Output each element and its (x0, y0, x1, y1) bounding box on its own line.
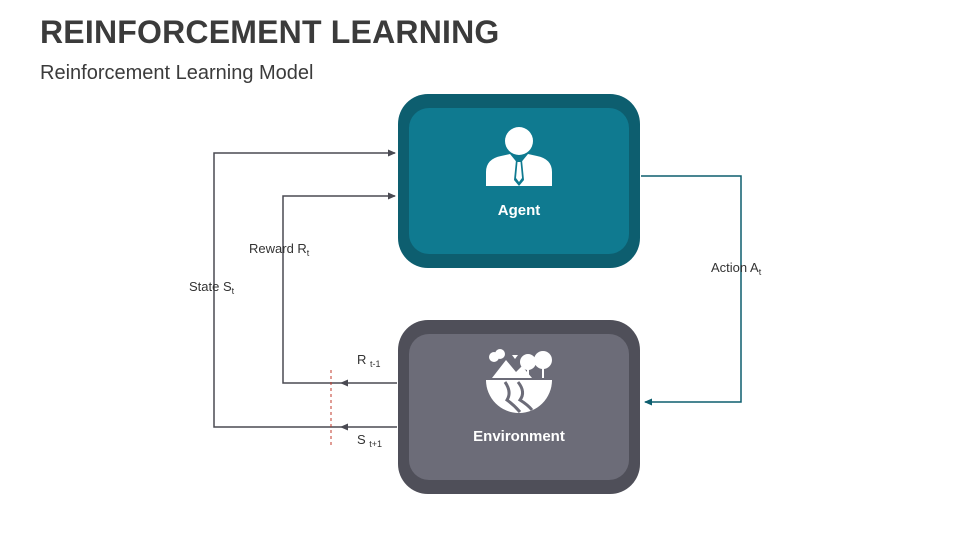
reward-next-label: R t-1 (357, 352, 381, 369)
state-arrow (213, 149, 397, 428)
action-arrow (641, 175, 742, 406)
state-label-text: State S (189, 279, 232, 294)
state-label: State St (189, 279, 235, 296)
state-next-label-text: S (357, 432, 369, 447)
landscape-icon (486, 349, 552, 413)
reward-arrow (282, 192, 397, 384)
page-subtitle: Reinforcement Learning Model (40, 62, 314, 84)
environment-box: Environment (398, 320, 640, 494)
state-next-label: S t+1 (357, 432, 382, 449)
reward-next-label-sub: t-1 (370, 359, 381, 369)
reward-label: Reward Rt (249, 241, 310, 258)
reward-label-sub: t (307, 248, 310, 258)
action-label-text: Action A (711, 260, 759, 275)
action-label: Action At (711, 260, 762, 277)
agent-box: Agent (398, 94, 640, 268)
businessman-icon (486, 127, 552, 186)
agent-label: Agent (498, 202, 541, 219)
reward-next-label-text: R (357, 352, 370, 367)
action-label-sub: t (759, 267, 762, 277)
page-title: REINFORCEMENT LEARNING (40, 14, 500, 50)
environment-label: Environment (473, 428, 565, 445)
state-next-arrowhead (340, 423, 348, 431)
reward-label-text: Reward R (249, 241, 307, 256)
state-next-label-sub: t+1 (369, 439, 382, 449)
state-label-sub: t (232, 286, 235, 296)
reward-next-arrowhead (340, 379, 348, 387)
